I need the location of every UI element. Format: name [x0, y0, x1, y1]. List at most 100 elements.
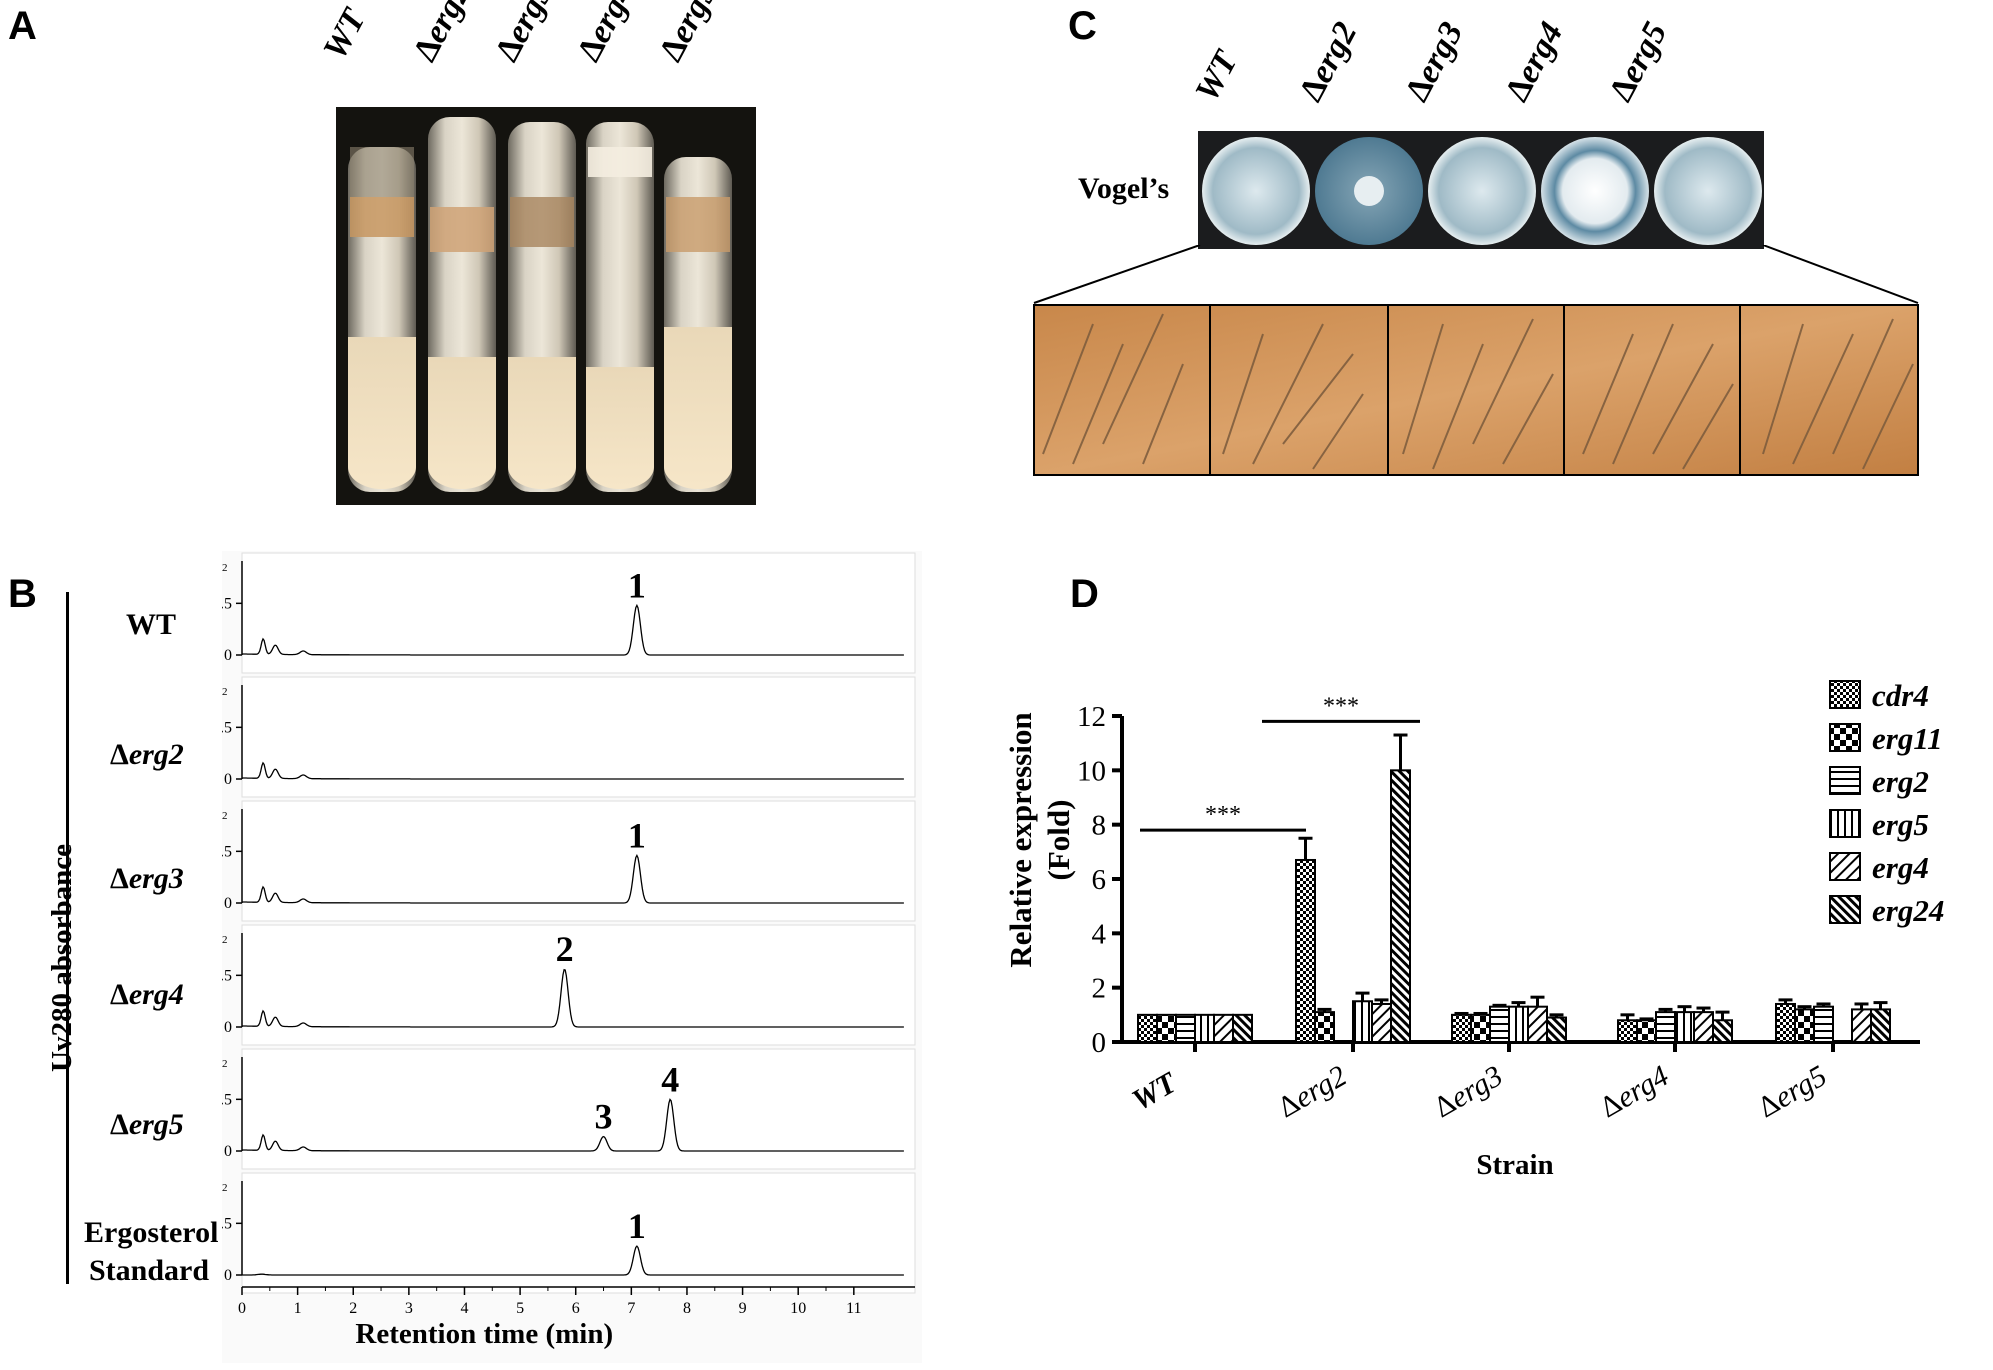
panel-d-legend-label: cdr4 [1872, 680, 1929, 713]
panel-d-x-tick-label: Δerg5 [1752, 1059, 1832, 1124]
panel-d-bar [1693, 1011, 1714, 1044]
chromatogram-y-tick-label: 2.5 [222, 719, 232, 736]
panel-b-x-tick-label: 1 [294, 1300, 302, 1317]
chromatogram-trace [242, 603, 904, 656]
panel-a-strain-erg5: Δerg5 [652, 0, 725, 68]
panel-b-row-0: x10202.51 [222, 552, 916, 674]
panel-b-x-tick-label: 11 [846, 1300, 861, 1317]
panel-b-x-tick-label: 8 [683, 1300, 691, 1317]
chromatogram-peak-label: 3 [595, 1097, 613, 1137]
chromatogram-frame [241, 1172, 916, 1294]
panel-d-bar [1470, 1013, 1491, 1044]
panel-d-y-tick-label: 12 [1077, 701, 1106, 733]
panel-c-plate-erg3 [1428, 137, 1536, 245]
panel-d-y-tick-label: 0 [1092, 1027, 1107, 1059]
chromatogram-y-tick-label: 0 [224, 1143, 232, 1160]
panel-b-x-tick-label: 4 [460, 1300, 468, 1317]
panel-c-plates-photo [1198, 131, 1764, 249]
chromatogram-scale-exponent: 2 [222, 1182, 228, 1194]
panel-d-y-tick-label: 6 [1092, 864, 1107, 896]
panel-b-x-tick-label: 6 [572, 1300, 580, 1317]
panel-c-letter: C [1068, 4, 1097, 48]
panel-b-row-1: x10202.5 [222, 676, 916, 798]
panel-a-tube-erg3 [508, 122, 576, 492]
chromatogram-trace [242, 761, 904, 780]
panel-c-medium-label: Vogel’s [1078, 172, 1170, 205]
panel-d-bar [1870, 1008, 1891, 1043]
panel-b-row-label-erg2: Δerg2 [110, 738, 184, 771]
panel-d-bar [1655, 1011, 1676, 1044]
chromatogram-trace [242, 968, 904, 1028]
panel-a-strain-erg4: Δerg4 [570, 0, 643, 68]
chromatogram-scale-exponent: 2 [222, 810, 228, 822]
chromatogram-trace [242, 1098, 904, 1152]
panel-b-row-label-standard: Ergosterol Standard [84, 1216, 219, 1287]
panel-c-plate-erg4 [1541, 137, 1649, 245]
panel-c-strain-erg4: Δerg4 [1498, 16, 1571, 108]
panel-b-row-5: x10202.51 [222, 1172, 916, 1294]
panel-a-tube-erg4 [586, 122, 654, 492]
panel-d-bar [1137, 1013, 1158, 1044]
panel-c-strain-wt: WT [1188, 45, 1246, 108]
panel-d-bar [1232, 1013, 1253, 1044]
panel-d-bar [1390, 769, 1411, 1043]
chromatogram-trace [242, 1245, 904, 1276]
panel-a-tubes-photo [336, 107, 756, 505]
chromatogram-y-tick-label: 0 [224, 647, 232, 664]
chromatogram-peak-label: 1 [628, 815, 646, 855]
panel-a-tube-wt [348, 147, 416, 492]
chromatogram-y-tick-label: 2.5 [222, 595, 232, 612]
chromatogram-y-tick-label: 0 [224, 895, 232, 912]
panel-b-row-label-wt: WT [126, 608, 177, 641]
panel-d-legend-swatch [1829, 809, 1861, 838]
panel-d-bar [1295, 858, 1316, 1043]
panel-d-legend-label: erg11 [1872, 721, 1943, 756]
panel-d-bar [1156, 1013, 1177, 1044]
panel-b-x-tick-label: 5 [516, 1300, 524, 1317]
panel-d-legend-label: erg2 [1872, 764, 1929, 799]
panel-d-x-tick-label: Δerg3 [1428, 1059, 1508, 1124]
panel-d-legend-label: erg5 [1872, 807, 1929, 842]
chromatogram-frame [241, 552, 916, 674]
panel-a-letter: A [8, 4, 37, 48]
chromatogram-y-tick-label: 2.5 [222, 1215, 232, 1232]
chromatogram-y-tick-label: 0 [224, 1267, 232, 1284]
panel-d-x-tick-label: Δerg2 [1272, 1059, 1352, 1124]
panel-b-row-label-erg4: Δerg4 [110, 978, 184, 1011]
panel-a-strain-erg3: Δerg3 [488, 0, 561, 68]
panel-b-row-4: x10202.534 [222, 1048, 916, 1170]
panel-a-strain-wt: WT [316, 3, 374, 66]
panel-d-bar [1314, 1011, 1335, 1044]
panel-c-zoom-lines [1033, 245, 1919, 304]
panel-d-bar [1712, 1019, 1733, 1043]
panel-d-legend-label: erg4 [1872, 850, 1929, 885]
panel-d-bar [1851, 1008, 1872, 1043]
panel-d-legend-swatch [1829, 766, 1861, 795]
chromatogram-peak-label: 2 [556, 929, 574, 969]
panel-d-bar [1813, 1005, 1834, 1043]
chromatogram-y-tick-label: 0 [224, 771, 232, 788]
panel-d-legend-swatch [1829, 895, 1861, 924]
panel-d-bar [1451, 1013, 1472, 1044]
panel-d-bar [1489, 1005, 1510, 1043]
panel-d-bar [1213, 1013, 1234, 1044]
panel-b-x-tick-label: 9 [739, 1300, 747, 1317]
chromatogram-peak-label: 4 [661, 1059, 679, 1099]
panel-b-row-2: x10202.51 [222, 800, 916, 922]
chromatogram-frame [241, 924, 916, 1046]
chromatogram-y-tick-label: 0 [224, 1019, 232, 1036]
panel-d-letter: D [1070, 572, 1099, 616]
panel-b-left-rule [66, 592, 69, 1284]
panel-a-strain-erg2: Δerg2 [406, 0, 479, 68]
panel-d-x-axis-label: Strain [1476, 1149, 1553, 1181]
chromatogram-y-tick-label: 2.5 [222, 843, 232, 860]
panel-b-chromatograms: x10202.51x10202.5x10202.51x10202.52x1020… [222, 551, 922, 1363]
chromatogram-y-tick-label: 2.5 [222, 967, 232, 984]
panel-d-legend-swatch [1829, 680, 1861, 709]
chromatogram-frame [241, 800, 916, 922]
panel-d-x-tick-label: WT [1127, 1065, 1184, 1117]
panel-b-x-tick-label: 7 [627, 1300, 635, 1317]
panel-d-significance-label: *** [1205, 802, 1241, 828]
chromatogram-scale-exponent: 2 [222, 686, 228, 698]
